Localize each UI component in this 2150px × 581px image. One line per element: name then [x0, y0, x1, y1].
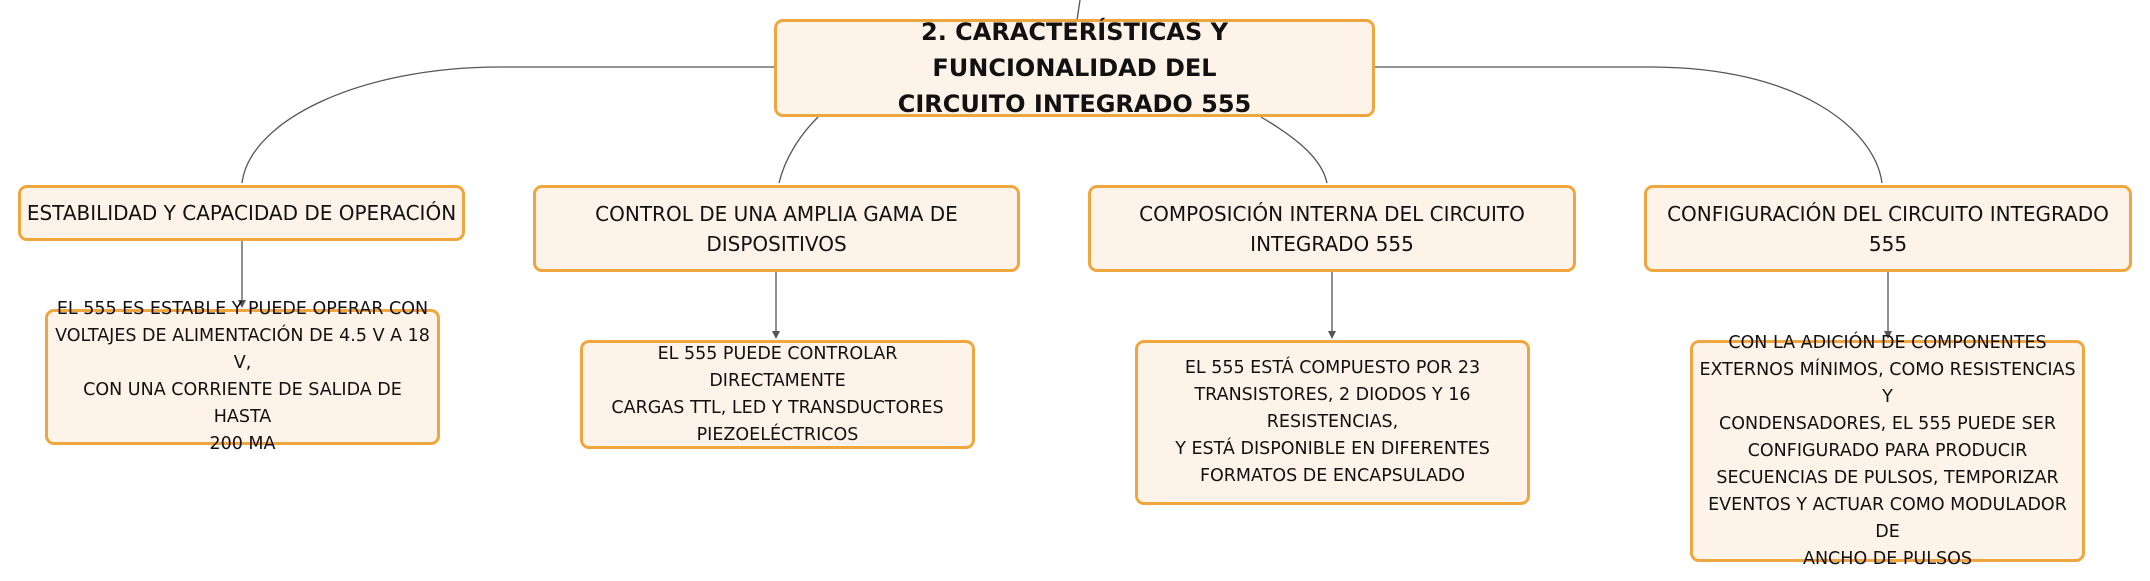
branch-label: COMPOSICIÓN INTERNA DEL CIRCUITO INTEGRA…: [1139, 201, 1525, 256]
arrowhead-1: [238, 300, 246, 308]
detail-node-device-control[interactable]: EL 555 PUEDE CONTROLAR DIRECTAMENTE CARG…: [580, 340, 975, 449]
detail-text: EL 555 ES ESTABLE Y PUEDE OPERAR CON VOL…: [55, 299, 430, 454]
branch-node-stability[interactable]: ESTABILIDAD Y CAPACIDAD DE OPERACIÓN: [18, 185, 465, 241]
detail-text: CON LA ADICIÓN DE COMPONENTES EXTERNOS M…: [1699, 332, 2076, 569]
branch-label: CONFIGURACIÓN DEL CIRCUITO INTEGRADO 555: [1667, 201, 2109, 256]
detail-text: EL 555 ESTÁ COMPUESTO POR 23 TRANSISTORE…: [1175, 358, 1490, 486]
arrowhead-3: [1328, 331, 1336, 339]
detail-text: EL 555 PUEDE CONTROLAR DIRECTAMENTE CARG…: [611, 343, 944, 445]
branch-node-configuration[interactable]: CONFIGURACIÓN DEL CIRCUITO INTEGRADO 555: [1644, 185, 2132, 272]
root-topic-node[interactable]: 2. CARACTERÍSTICAS Y FUNCIONALIDAD DEL C…: [774, 18, 1375, 118]
detail-node-stability[interactable]: EL 555 ES ESTABLE Y PUEDE OPERAR CON VOL…: [45, 299, 440, 454]
connector-root-branch-4: [1375, 66, 1883, 184]
arrowhead-2: [772, 331, 780, 339]
branch-label: CONTROL DE UNA AMPLIA GAMA DE DISPOSITIV…: [595, 201, 958, 256]
branch-node-device-control[interactable]: CONTROL DE UNA AMPLIA GAMA DE DISPOSITIV…: [533, 185, 1020, 272]
arrowhead-4: [1884, 331, 1892, 339]
root-topic-title: 2. CARACTERÍSTICAS Y FUNCIONALIDAD DEL C…: [897, 18, 1252, 118]
detail-node-configuration[interactable]: CON LA ADICIÓN DE COMPONENTES EXTERNOS M…: [1690, 333, 2085, 569]
branch-node-internal-composition[interactable]: COMPOSICIÓN INTERNA DEL CIRCUITO INTEGRA…: [1088, 185, 1576, 272]
connector-root-branch-3: [1260, 116, 1328, 184]
branch-label: ESTABILIDAD Y CAPACIDAD DE OPERACIÓN: [26, 201, 457, 225]
incoming-connector: [1076, 0, 1081, 21]
detail-node-internal-composition[interactable]: EL 555 ESTÁ COMPUESTO POR 23 TRANSISTORE…: [1135, 340, 1530, 505]
connector-root-branch-2: [778, 116, 819, 184]
connector-root-branch-1: [241, 66, 774, 184]
